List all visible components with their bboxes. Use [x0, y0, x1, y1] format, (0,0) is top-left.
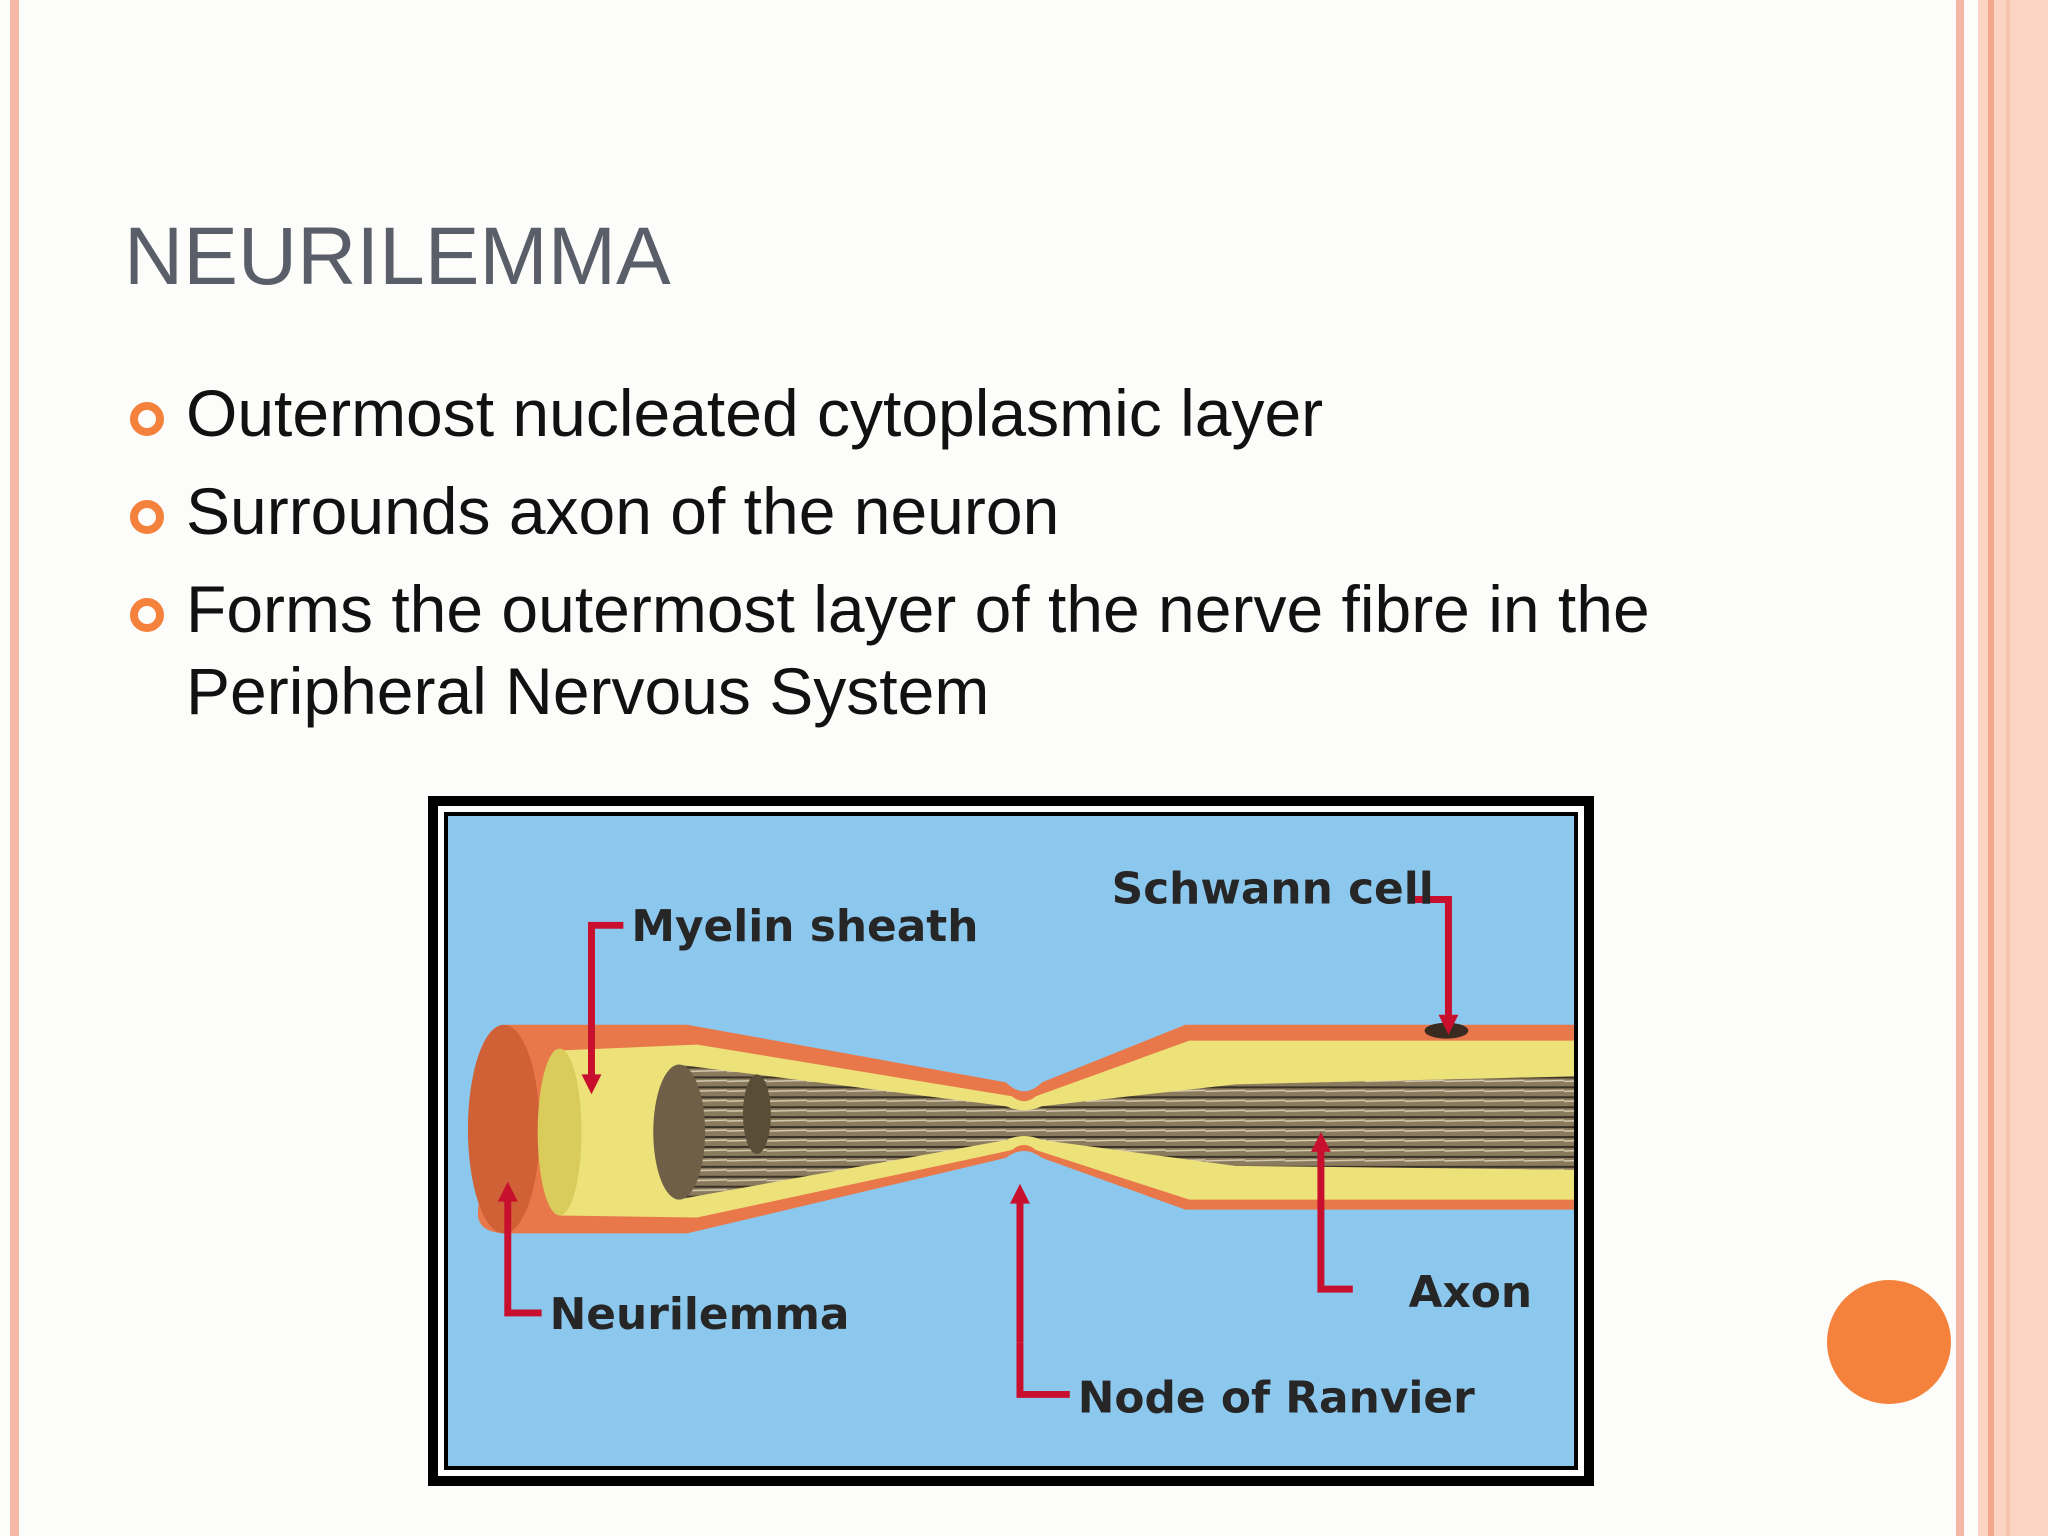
- schwann-cell-nucleus: [1424, 1022, 1469, 1039]
- axon-fibres: [677, 1064, 1574, 1200]
- annotation-lines: [504, 896, 1452, 1398]
- bullet-circle-icon: [130, 402, 164, 436]
- right-border-stripe: [1988, 0, 1994, 1536]
- axon-cut-end: [653, 1064, 706, 1200]
- myelin-sheath-end: [537, 1048, 582, 1216]
- label-schwann-cell: Schwann cell: [1112, 864, 1434, 915]
- bullet-text: Outermost nucleated cytoplasmic layer: [186, 376, 1324, 450]
- arrow-head: [581, 1074, 602, 1095]
- label-node-of-ranvier: Node of Ranvier: [1078, 1372, 1475, 1423]
- bullet-item: Surrounds axon of the neuron: [124, 470, 1824, 552]
- left-border-stripe: [10, 0, 19, 1536]
- arrow-head: [1438, 1014, 1459, 1035]
- label-myelin-sheath: Myelin sheath: [631, 901, 978, 952]
- bullet-list: Outermost nucleated cytoplasmic layer Su…: [124, 372, 1824, 748]
- slide-title: NEURILEMMA: [124, 211, 671, 302]
- nerve-fibre-diagram: Myelin sheath Schwann cell Neurilemma Ax…: [428, 796, 1594, 1486]
- schwann-cell-pointer: [1412, 896, 1452, 1025]
- myelin-sheath-pointer: [588, 921, 624, 1083]
- arrow-head: [1310, 1132, 1331, 1152]
- bullet-item: Outermost nucleated cytoplasmic layer: [124, 372, 1824, 454]
- neurilemma-pointer: [504, 1193, 542, 1317]
- bullet-circle-icon: [130, 500, 164, 534]
- nerve-fibre-illustration: Myelin sheath Schwann cell Neurilemma Ax…: [448, 816, 1574, 1466]
- bullet-item: Forms the outermost layer of the nerve f…: [124, 568, 1824, 732]
- bullet-circle-icon: [130, 598, 164, 632]
- label-neurilemma: Neurilemma: [550, 1289, 850, 1340]
- right-border-stripe: [2006, 0, 2010, 1536]
- neurilemma-end: [467, 1024, 540, 1234]
- bullet-text: Surrounds axon of the neuron: [186, 474, 1060, 548]
- bullet-text: Forms the outermost layer of the nerve f…: [186, 572, 1650, 728]
- right-border-stripe: [1956, 0, 1964, 1536]
- arrow-head: [497, 1181, 518, 1202]
- decorative-orange-circle: [1827, 1280, 1951, 1404]
- axon-pointer: [1317, 1143, 1353, 1293]
- node-of-ranvier-pointer: [1016, 1342, 1070, 1398]
- axon-bundle: [742, 1074, 771, 1154]
- label-axon: Axon: [1409, 1267, 1532, 1318]
- arrow-head: [1010, 1183, 1030, 1204]
